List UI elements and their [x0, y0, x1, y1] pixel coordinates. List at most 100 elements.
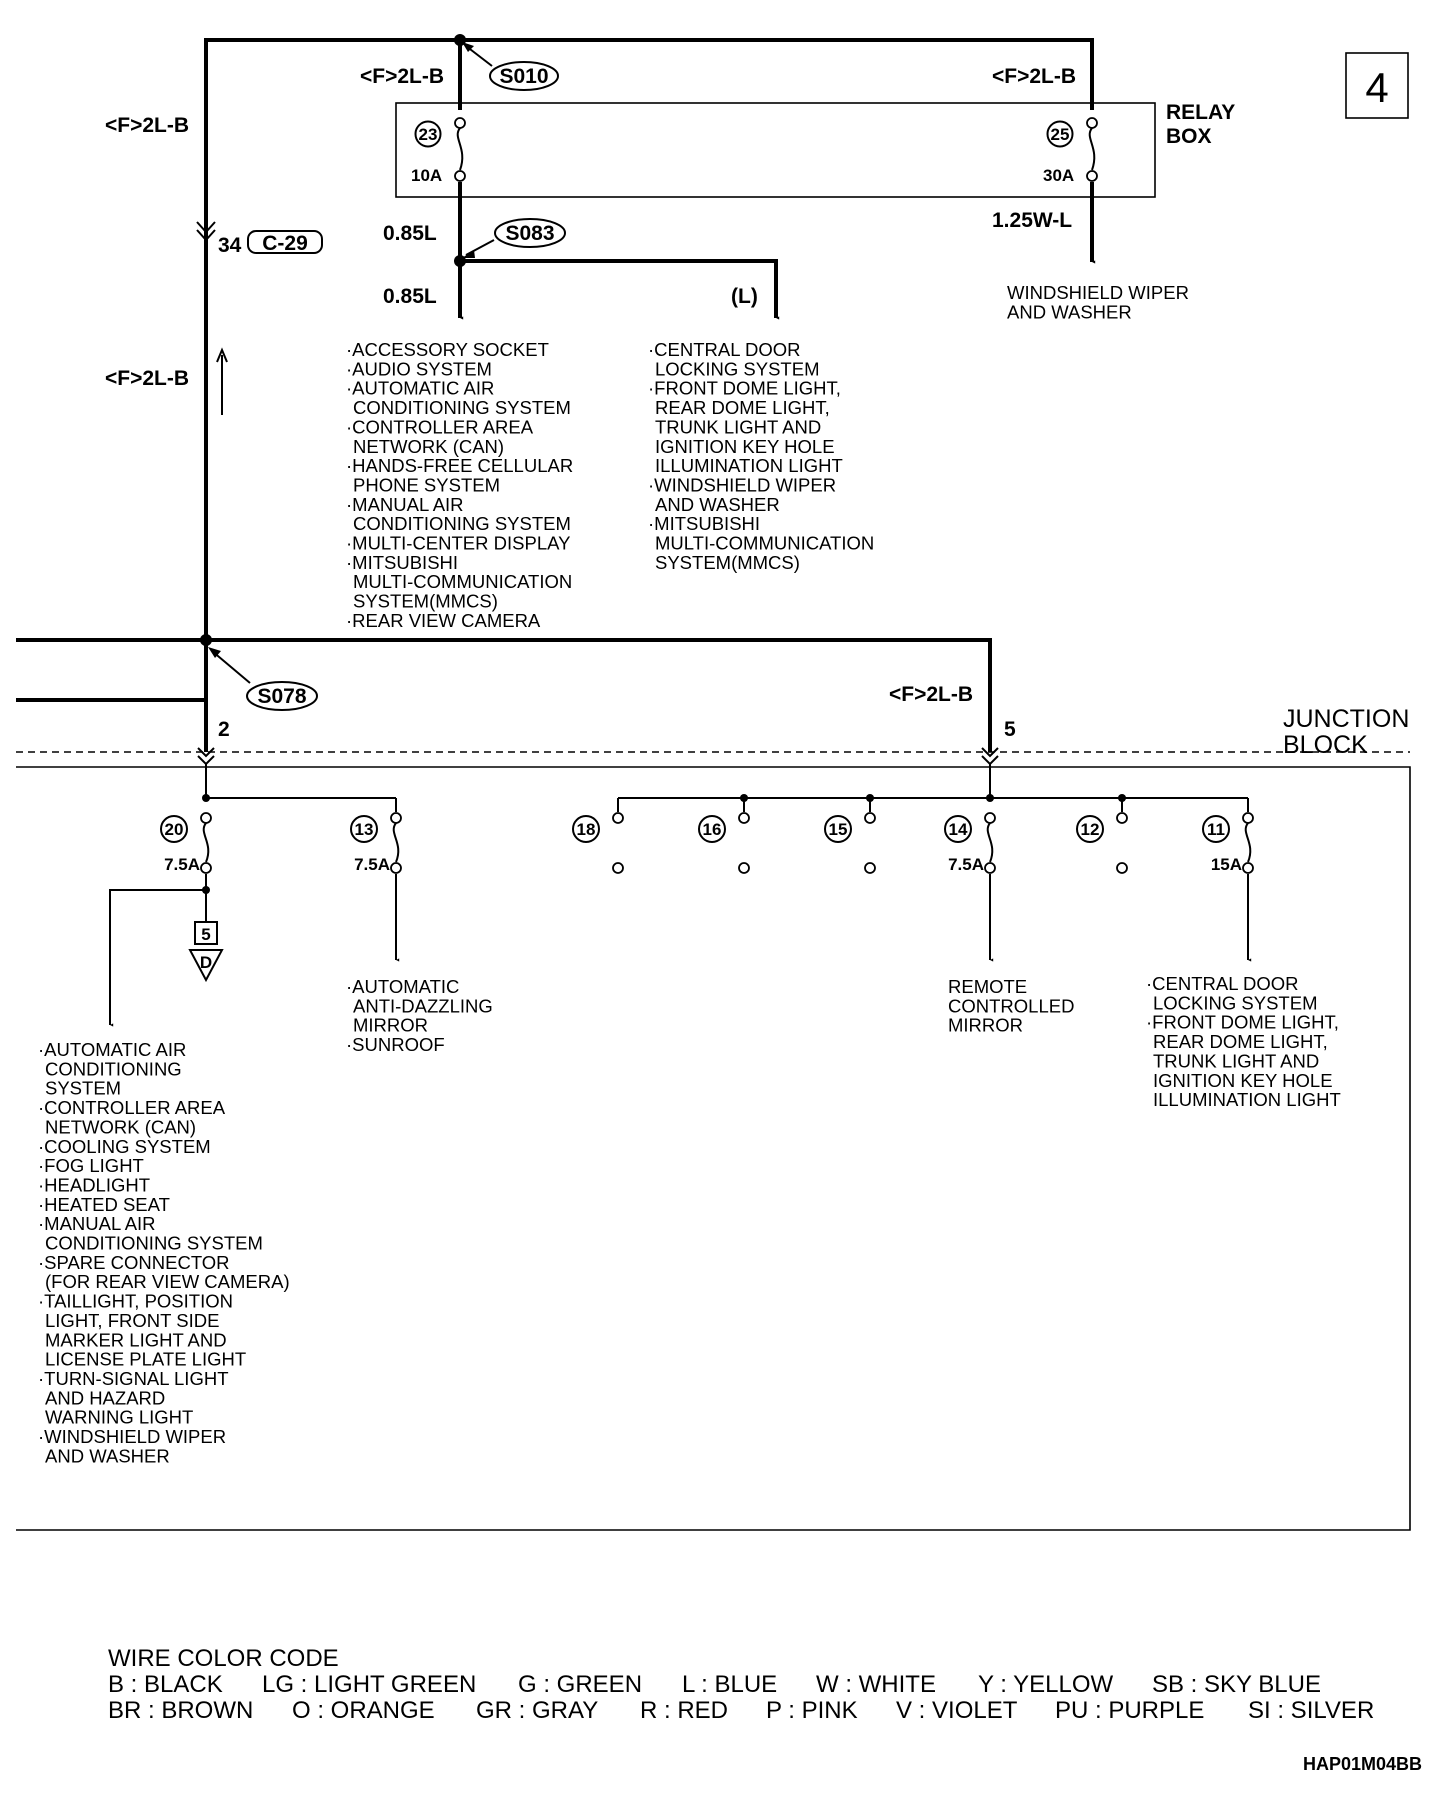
- svg-text:2: 2: [218, 718, 230, 741]
- figure-code: HAP01M04BB: [1303, 1754, 1422, 1774]
- jb-output-wires: [109, 874, 1252, 1027]
- dest-line: CONDITIONING SYSTEM: [353, 397, 571, 418]
- dest-line: ·FOG LIGHT: [38, 1155, 144, 1176]
- color-code-entry: W : WHITE: [816, 1671, 936, 1698]
- dest-line: ·CENTRAL DOOR: [648, 339, 800, 360]
- dest-line: ·HEATED SEAT: [38, 1194, 170, 1215]
- dest-line: ·ACCESSORY SOCKET: [346, 339, 549, 360]
- color-code-entry: LG : LIGHT GREEN: [262, 1671, 476, 1698]
- color-code-entry: SI : SILVER: [1248, 1697, 1374, 1724]
- current-direction-arrow: [216, 347, 228, 415]
- dest-line: LOCKING SYSTEM: [655, 358, 819, 379]
- fuse-number: 18: [577, 820, 596, 839]
- relay-fuse-23: 23 10A: [411, 117, 466, 185]
- color-code-entry: R : RED: [640, 1697, 728, 1724]
- fuse-number-ring: [350, 815, 378, 843]
- color-code-entry: G : GREEN: [518, 1671, 642, 1698]
- relay-box: RELAY BOX: [395, 101, 1235, 198]
- dest-line: IGNITION KEY HOLE: [1153, 1070, 1333, 1091]
- color-code-entry: GR : GRAY: [476, 1697, 598, 1724]
- svg-text:D: D: [200, 953, 212, 972]
- fuse-number: 12: [1081, 820, 1100, 839]
- fuse-number-ring: [1202, 815, 1230, 843]
- dest-line: ·REAR VIEW CAMERA: [346, 610, 541, 631]
- jb-fuse-15: 15: [824, 812, 876, 874]
- fuse-number: 11: [1207, 820, 1225, 839]
- relay-fuse-25: 25 30A: [1043, 117, 1098, 185]
- svg-text:<F>2L-B: <F>2L-B: [889, 683, 973, 706]
- dest-line: AND HAZARD: [45, 1387, 165, 1408]
- color-code-entry: PU : PURPLE: [1055, 1697, 1204, 1724]
- splice-s083: S083: [462, 218, 566, 258]
- dest-line: MULTI-COMMUNICATION: [655, 533, 874, 554]
- wire-color-code: WIRE COLOR CODE B : BLACK LG : LIGHT GREE…: [108, 1645, 1374, 1724]
- fuse-number-ring: [160, 815, 188, 843]
- dest-line: ·COOLING SYSTEM: [38, 1136, 211, 1157]
- dest-line: ·SUNROOF: [346, 1034, 445, 1055]
- dest-line: ·AUTOMATIC AIR: [38, 1039, 186, 1060]
- dest-line: CONTROLLED: [948, 995, 1074, 1016]
- svg-text:<F>2L-B: <F>2L-B: [992, 65, 1076, 88]
- dest-line: MARKER LIGHT AND: [45, 1329, 227, 1350]
- dest-line: MIRROR: [353, 1015, 428, 1036]
- color-code-entry: SB : SKY BLUE: [1152, 1671, 1321, 1698]
- dest-line: ·AUTOMATIC AIR: [346, 378, 494, 399]
- fuse-rating: 7.5A: [354, 855, 390, 874]
- color-code-entry: O : ORANGE: [292, 1697, 435, 1724]
- dest-line: WARNING LIGHT: [45, 1407, 193, 1428]
- dest-line: LICENSE PLATE LIGHT: [45, 1349, 246, 1370]
- svg-text:<F>2L-B: <F>2L-B: [360, 65, 444, 88]
- color-code-entry: BR : BROWN: [108, 1697, 253, 1724]
- jb-fuse-16: 16: [698, 812, 750, 874]
- svg-text:5: 5: [1004, 718, 1016, 741]
- fuse-number-ring: [698, 815, 726, 843]
- dest-line: ·TAILLIGHT, POSITION: [38, 1291, 233, 1312]
- dest-line: MIRROR: [948, 1015, 1023, 1036]
- dest-line: ILLUMINATION LIGHT: [1153, 1089, 1341, 1110]
- svg-text:10A: 10A: [411, 166, 442, 185]
- dest-line: (FOR REAR VIEW CAMERA): [45, 1271, 290, 1292]
- fuse-number-ring: [824, 815, 852, 843]
- dest-line: ·MANUAL AIR: [38, 1213, 156, 1234]
- dest-line: ·HEADLIGHT: [38, 1174, 150, 1195]
- dest-line: TRUNK LIGHT AND: [1153, 1050, 1319, 1071]
- fuse-rating: 7.5A: [948, 855, 984, 874]
- svg-text:4: 4: [1365, 64, 1388, 111]
- dest-line: AND WASHER: [655, 494, 780, 515]
- dest-line: WINDSHIELD WIPER: [1007, 282, 1189, 303]
- jb-fuse-14: 14 7.5A: [944, 812, 996, 874]
- dest-line: ·CONTROLLER AREA: [38, 1097, 226, 1118]
- svg-text:25: 25: [1051, 125, 1070, 144]
- dest-line: SYSTEM(MMCS): [353, 591, 498, 612]
- dest-line: SYSTEM: [45, 1078, 121, 1099]
- svg-text:23: 23: [419, 125, 438, 144]
- fuse-number: 13: [355, 820, 374, 839]
- fuse-number: 14: [949, 820, 968, 839]
- dest-line: LOCKING SYSTEM: [1153, 992, 1317, 1013]
- svg-text:0.85L: 0.85L: [383, 222, 437, 245]
- jb-fuse-18: 18: [572, 812, 624, 874]
- dest-line: CONDITIONING SYSTEM: [45, 1233, 263, 1254]
- svg-text:WIRE COLOR CODE: WIRE COLOR CODE: [108, 1645, 339, 1672]
- dest-fuse20: ·AUTOMATIC AIRCONDITIONINGSYSTEM·CONTROL…: [38, 1039, 290, 1466]
- dest-line: MULTI-COMMUNICATION: [353, 571, 572, 592]
- svg-text:<F>2L-B: <F>2L-B: [105, 114, 189, 137]
- fuse-number-ring: [944, 815, 972, 843]
- dest-line: PHONE SYSTEM: [353, 474, 500, 495]
- svg-text:BOX: BOX: [1166, 125, 1212, 148]
- color-code-entry: L : BLUE: [682, 1671, 777, 1698]
- svg-text:34: 34: [218, 234, 242, 257]
- dest-line: AND WASHER: [1007, 301, 1132, 322]
- dest-line: AND WASHER: [45, 1445, 170, 1466]
- dest-line: ·MITSUBISHI: [346, 552, 458, 573]
- color-code-entry: B : BLACK: [108, 1671, 223, 1698]
- fuse-number: 16: [703, 820, 722, 839]
- svg-text:5: 5: [201, 925, 210, 944]
- wire-labels: <F>2L-B <F>2L-B <F>2L-B <F>2L-B <F>2L-B …: [105, 65, 1076, 741]
